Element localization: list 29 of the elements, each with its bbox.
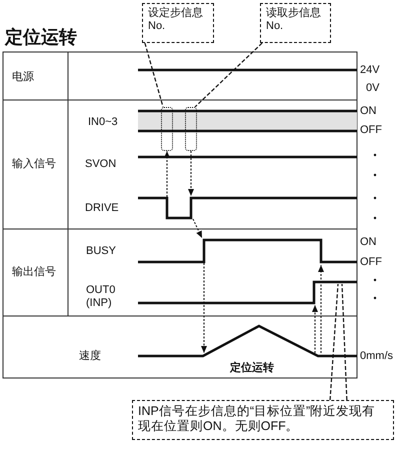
leader-line <box>194 42 263 108</box>
row-label: 电源 <box>12 71 34 84</box>
leader-line <box>329 284 339 400</box>
selection-window <box>185 107 197 151</box>
signal-label: SVON <box>85 158 116 171</box>
level-label: 24V <box>360 64 380 77</box>
row-label: 速度 <box>79 350 101 363</box>
level-label: 0V <box>366 82 380 95</box>
signal-label: OUT0 (INP) <box>86 284 116 310</box>
arrow <box>188 150 194 196</box>
signal-label: IN0~3 <box>88 116 118 129</box>
level-label: ON <box>360 236 376 249</box>
level-label: OFF <box>360 124 382 137</box>
curve-label: 定位运转 <box>230 362 274 375</box>
arrow <box>164 150 170 198</box>
leader-line <box>144 42 164 108</box>
signal-label: BUSY <box>86 245 116 258</box>
callout-box: INP信号在步信息的“目标位置”附近发现有现在位置则ON。无则OFF。 <box>132 400 394 440</box>
row-label: 输出信号 <box>12 266 56 279</box>
leader-line <box>341 284 348 400</box>
callout-box: 设定步信息 No. <box>142 3 214 43</box>
signal-label: DRIVE <box>85 202 119 215</box>
level-label: 0mm/s <box>360 350 393 363</box>
diagram-title: 定位运转 <box>5 27 77 47</box>
row-label: 输入信号 <box>12 158 56 171</box>
callout-box: 读取步信息 No. <box>260 3 331 43</box>
level-label: ON <box>360 105 376 118</box>
selection-window <box>161 107 173 151</box>
level-label: OFF <box>360 256 382 269</box>
